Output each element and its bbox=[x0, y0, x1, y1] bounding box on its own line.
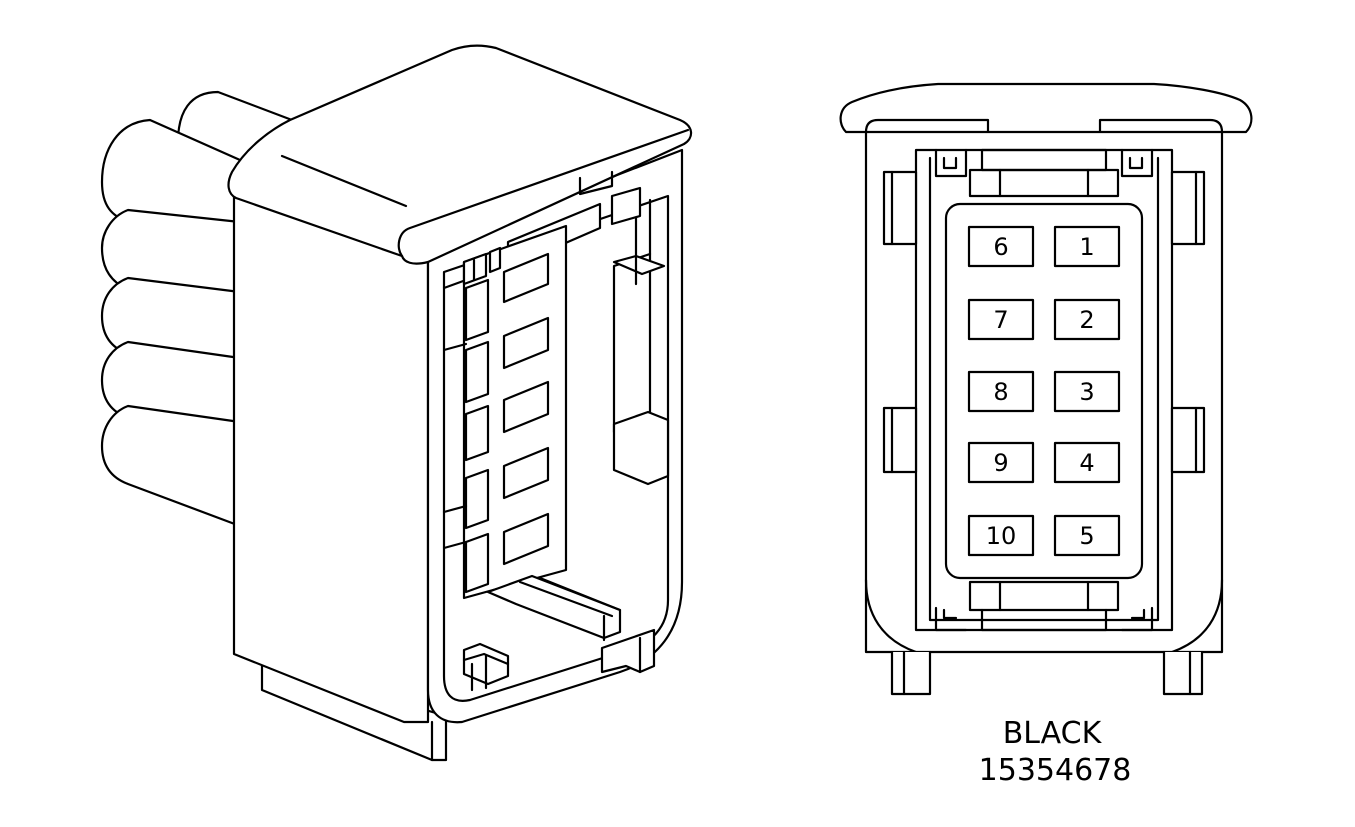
top-hood bbox=[227, 44, 693, 265]
cavity-9-box bbox=[967, 441, 1035, 484]
cavity-windows bbox=[464, 252, 550, 594]
cavity-9-label: 9 bbox=[993, 449, 1008, 477]
wire-tubes bbox=[100, 90, 294, 528]
body-side-face bbox=[232, 190, 430, 724]
cavity-grid bbox=[967, 225, 1121, 557]
cavity-10-label: 10 bbox=[986, 522, 1017, 550]
guide-rail bbox=[612, 252, 652, 434]
cavity-4-label: 4 bbox=[1079, 449, 1094, 477]
cavity-3-label: 3 bbox=[1079, 378, 1094, 406]
cavity-1-box bbox=[1053, 225, 1121, 268]
connector-face-view: 6 1 7 2 8 3 9 4 10 5 BLACK 15354678 bbox=[839, 82, 1253, 788]
cavity-6-box bbox=[967, 225, 1035, 268]
cavity-1-label: 1 bbox=[1079, 233, 1094, 261]
cavity-5-box bbox=[1053, 514, 1121, 557]
cavity-8-box bbox=[967, 370, 1035, 413]
floor-rails bbox=[486, 574, 622, 640]
connector-part-number: 15354678 bbox=[979, 753, 1132, 788]
cavity-10-box bbox=[967, 514, 1035, 557]
cavity-7-label: 7 bbox=[993, 306, 1008, 334]
cavity-7-box bbox=[967, 298, 1035, 341]
connector-color-label: BLACK bbox=[1003, 716, 1103, 751]
connector-isometric-view bbox=[100, 44, 693, 762]
cavity-4-box bbox=[1053, 441, 1121, 484]
cavity-5-label: 5 bbox=[1079, 522, 1094, 550]
pin-field bbox=[944, 202, 1144, 580]
cavity-labels: 6 1 7 2 8 3 9 4 10 5 bbox=[986, 233, 1095, 550]
face-top-hood bbox=[839, 82, 1253, 134]
cavity-3-box bbox=[1053, 370, 1121, 413]
cavity-6-label: 6 bbox=[993, 233, 1008, 261]
cavity-2-box bbox=[1053, 298, 1121, 341]
cavity-2-label: 2 bbox=[1079, 306, 1094, 334]
cavity-8-label: 8 bbox=[993, 378, 1008, 406]
